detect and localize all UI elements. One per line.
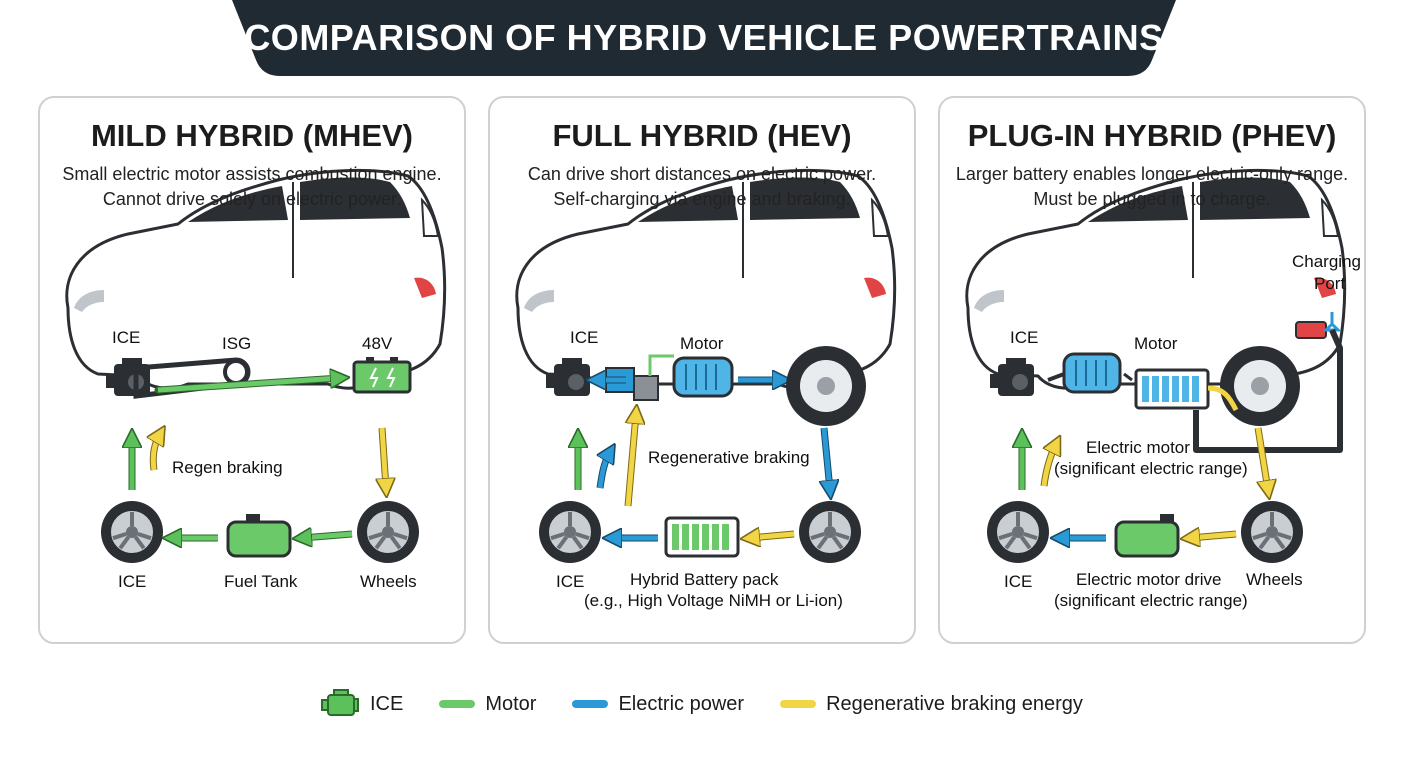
- label-motor: Motor: [1134, 334, 1178, 353]
- label-port: Port: [1314, 274, 1346, 293]
- motor-icon: [672, 356, 734, 398]
- label-electric-motor: Electric motor: [1086, 438, 1190, 457]
- label-48v: 48V: [362, 334, 393, 353]
- regen-down-arrow: [382, 427, 386, 488]
- charging-port-icon: [1295, 321, 1327, 339]
- legend-item-regen: Regenerative braking energy: [780, 693, 1083, 716]
- label-battery-pack: Hybrid Battery pack: [630, 570, 779, 589]
- ice-wheel-icon: [99, 499, 165, 565]
- wheels-icon: [355, 499, 421, 565]
- label-battery-type: (e.g., High Voltage NiMH or Li-ion): [584, 591, 843, 610]
- legend-swatch: [439, 700, 476, 708]
- legend-label: Regenerative braking energy: [826, 692, 1083, 715]
- regen-arrow: [153, 434, 160, 471]
- isg-pulley: [223, 359, 249, 385]
- panel-description: Larger battery enables longer electric-o…: [950, 162, 1354, 212]
- legend-label: Motor: [485, 692, 537, 715]
- desc-line-2: Self-charging via engine and braking.: [553, 189, 851, 209]
- desc-line-1: Small electric motor assists combustion …: [62, 164, 442, 184]
- label-regen: Regenerative braking: [648, 448, 810, 467]
- title-banner: COMPARISON OF HYBRID VEHICLE POWERTRAINS: [232, 0, 1176, 76]
- label-ice-bottom: ICE: [556, 572, 585, 591]
- electric-up-arrow: [600, 452, 610, 489]
- legend-label: ICE: [370, 692, 404, 715]
- panel-mild-hybrid: MILD HYBRID (MHEV) Small electric motor …: [38, 96, 466, 644]
- legend-item-ice: ICE: [320, 687, 403, 721]
- panel-description: Can drive short distances on electric po…: [500, 162, 904, 212]
- legend-item-electric: Electric power: [572, 693, 744, 716]
- label-drive-range: (significant electric range): [1054, 591, 1248, 610]
- label-ice-bottom: ICE: [118, 572, 147, 591]
- label-charging: Charging: [1292, 252, 1361, 271]
- plug-in-hybrid-diagram: [965, 168, 1347, 565]
- label-electric-range: (significant electric range): [1054, 459, 1248, 478]
- wheel-down-arrow: [1255, 427, 1268, 490]
- legend-swatch: [780, 700, 817, 708]
- panel-title: PLUG-IN HYBRID (PHEV): [967, 118, 1337, 153]
- legend-item-motor: Motor: [439, 693, 536, 716]
- label-ice-top: ICE: [1010, 328, 1039, 347]
- charging-cable: [1193, 328, 1343, 453]
- panel-title: FULL HYBRID (HEV): [552, 118, 852, 153]
- plug-icon: [1322, 312, 1342, 332]
- legend: ICE Motor Electric power Regenerative br…: [320, 684, 1119, 724]
- motor-flow-arrow: [157, 378, 340, 393]
- electric-drive-icon: [1114, 520, 1180, 558]
- label-wheels: Wheels: [360, 572, 417, 591]
- wheels-icon: [1239, 499, 1305, 565]
- regen-to-battery-arrow: [750, 534, 795, 538]
- tank-flow-arrow: [302, 534, 353, 538]
- full-hybrid-diagram: [515, 168, 897, 565]
- battery-48v-icon: [352, 360, 412, 394]
- label-ice-top: ICE: [570, 328, 599, 347]
- ice-wheel-icon: [537, 499, 603, 565]
- motor-icon: [1062, 352, 1122, 394]
- wheel-icon: [797, 499, 863, 565]
- fuel-tank-icon: [226, 520, 292, 558]
- panel-full-hybrid: FULL HYBRID (HEV) Can drive short distan…: [488, 96, 916, 644]
- engine-icon: [321, 689, 359, 716]
- wheel-down-arrow: [824, 427, 830, 490]
- desc-line-1: Larger battery enables longer electric-o…: [955, 164, 1349, 184]
- label-fuel-tank: Fuel Tank: [224, 572, 298, 591]
- mild-hybrid-diagram: [65, 168, 447, 565]
- desc-line-2: Must be plugged in to charge.: [1033, 189, 1271, 209]
- gearbox-icon: [633, 375, 659, 401]
- panel-title: MILD HYBRID (MHEV): [90, 118, 414, 153]
- legend-swatch: [572, 700, 609, 708]
- regen-up-arrow: [628, 414, 636, 507]
- label-regen: Regen braking: [172, 458, 283, 477]
- desc-line-1: Can drive short distances on electric po…: [527, 164, 877, 184]
- label-motor: Motor: [680, 334, 724, 353]
- desc-line-2: Cannot drive solely on electric power.: [102, 189, 402, 209]
- label-ice-bottom: ICE: [1004, 572, 1033, 591]
- legend-label: Electric power: [618, 692, 745, 715]
- label-wheels: Wheels: [1246, 570, 1303, 589]
- page-title: COMPARISON OF HYBRID VEHICLE POWERTRAINS: [244, 17, 1164, 58]
- label-ice-top: ICE: [112, 328, 141, 347]
- label-isg: ISG: [222, 334, 252, 353]
- regen-up-arrow: [1041, 444, 1056, 487]
- panel-description: Small electric motor assists combustion …: [50, 162, 454, 212]
- label-electric-drive: Electric motor drive: [1076, 570, 1222, 589]
- panel-plug-in-hybrid: PLUG-IN HYBRID (PHEV) Larger battery ena…: [938, 96, 1366, 644]
- ice-wheel-icon: [985, 499, 1051, 565]
- regen-to-drive-arrow: [1190, 534, 1237, 538]
- title-banner-shape: [232, 0, 1176, 76]
